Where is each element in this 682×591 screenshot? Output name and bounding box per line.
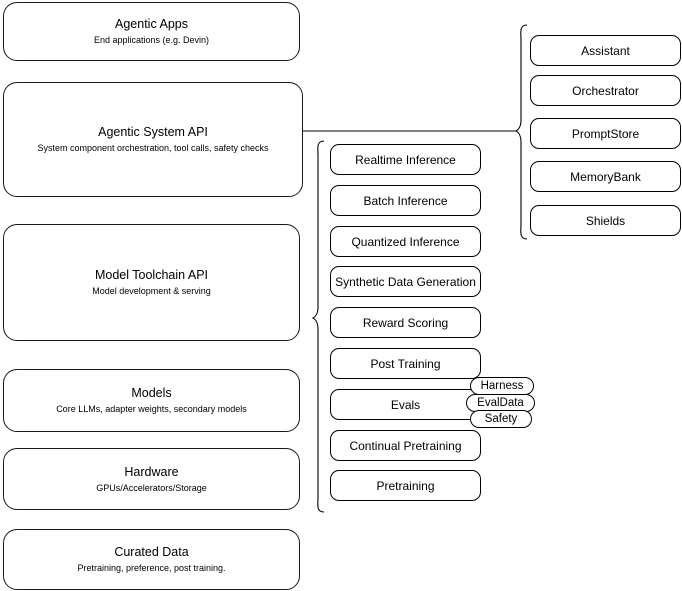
pill-label: Harness <box>480 379 524 392</box>
layer-subtitle: Model development & serving <box>92 286 211 296</box>
layer-title: Agentic System API <box>98 125 208 139</box>
layer-subtitle: Pretraining, preference, post training. <box>77 563 226 573</box>
chip-label: MemoryBank <box>570 169 641 184</box>
chip-post-training[interactable]: Post Training <box>330 348 481 379</box>
chip-label: Evals <box>390 397 421 412</box>
chip-continual-pretraining[interactable]: Continual Pretraining <box>330 430 481 461</box>
chip-label: Shields <box>585 213 626 228</box>
layer-hardware[interactable]: Hardware GPUs/Accelerators/Storage <box>3 448 300 510</box>
layer-subtitle: GPUs/Accelerators/Storage <box>96 482 207 493</box>
layer-title: Hardware <box>124 464 179 479</box>
layer-title: Models <box>131 386 172 400</box>
chip-label: Realtime Inference <box>355 152 456 167</box>
chip-quantized-inference[interactable]: Quantized Inference <box>330 226 481 257</box>
pill-safety[interactable]: Safety <box>470 410 532 428</box>
chip-label: Synthetic Data Generation <box>335 274 476 289</box>
layer-subtitle: Core LLMs, adapter weights, secondary mo… <box>56 404 247 414</box>
chip-label: Assistant <box>581 43 630 58</box>
chip-label: Orchestrator <box>572 83 639 98</box>
layer-curated-data[interactable]: Curated Data Pretraining, preference, po… <box>3 529 300 590</box>
chip-label: Reward Scoring <box>362 315 449 330</box>
chip-memorybank[interactable]: MemoryBank <box>530 161 681 192</box>
chip-realtime-inference[interactable]: Realtime Inference <box>330 144 481 175</box>
chip-synthetic-data-generation[interactable]: Synthetic Data Generation <box>330 266 481 297</box>
chip-shields[interactable]: Shields <box>530 205 681 236</box>
layer-title: Model Toolchain API <box>94 268 209 282</box>
chip-label: Batch Inference <box>363 193 448 208</box>
chip-batch-inference[interactable]: Batch Inference <box>330 185 481 216</box>
pill-label: EvalData <box>477 396 524 409</box>
chip-label: PromptStore <box>571 126 640 141</box>
chip-reward-scoring[interactable]: Reward Scoring <box>330 307 481 338</box>
chip-evals[interactable]: Evals <box>330 389 481 420</box>
chip-label: Post Training <box>370 356 441 371</box>
layer-agentic-system-api[interactable]: Agentic System API System component orch… <box>3 82 303 197</box>
brace-toolchain-components <box>311 140 325 513</box>
chip-label: Quantized Inference <box>351 234 460 249</box>
chip-pretraining[interactable]: Pretraining <box>330 470 481 501</box>
layer-models[interactable]: Models Core LLMs, adapter weights, secon… <box>3 369 300 432</box>
chip-assistant[interactable]: Assistant <box>530 35 681 66</box>
layer-title: Curated Data <box>114 545 189 559</box>
pill-harness[interactable]: Harness <box>470 377 534 395</box>
layer-subtitle: End applications (e.g. Devin) <box>93 35 210 45</box>
layer-agentic-apps[interactable]: Agentic Apps End applications (e.g. Devi… <box>3 2 300 61</box>
brace-agentic-components <box>514 24 528 240</box>
layer-subtitle: System component orchestration, tool cal… <box>37 143 269 153</box>
chip-label: Pretraining <box>376 478 435 493</box>
chip-promptstore[interactable]: PromptStore <box>530 118 681 149</box>
layer-model-toolchain-api[interactable]: Model Toolchain API Model development & … <box>3 224 300 341</box>
chip-label: Continual Pretraining <box>349 438 462 453</box>
chip-orchestrator[interactable]: Orchestrator <box>530 75 681 106</box>
layer-title: Agentic Apps <box>115 17 188 31</box>
pill-label: Safety <box>484 412 518 425</box>
